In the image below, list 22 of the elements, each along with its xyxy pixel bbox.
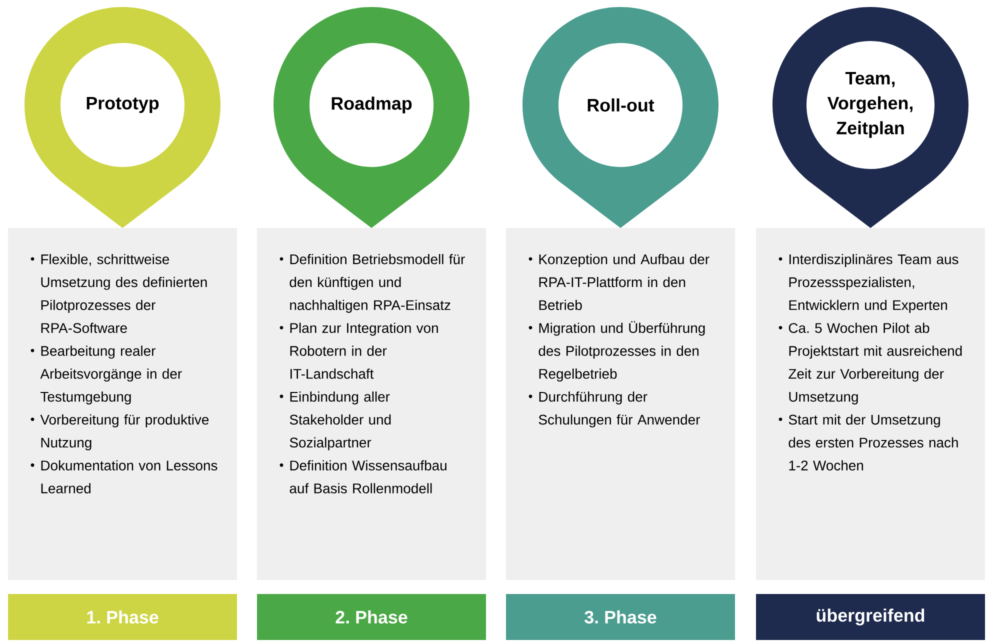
bullet-text: Migration und Überführung des Pilotprozesses in den Regelbetrieb xyxy=(528,321,705,382)
phase-bar: 2. Phase xyxy=(257,594,486,640)
bullet-text: Einbindung aller Stakeholder und Sozialpartner xyxy=(280,391,391,450)
bullet-text: Durchführung der Schulungen für Anwender xyxy=(528,391,700,428)
phase-bar: übergreifend xyxy=(756,594,985,640)
bullet-text: Definition Wissensaufbau auf Basis Rollenmodell xyxy=(280,460,446,494)
bullet-text: Vorbereitung für produktive Nutzung xyxy=(30,414,209,450)
bullet-text: Bearbeitung realer Arbeitsvorgänge in der Testumgebung xyxy=(30,346,182,404)
text-panel xyxy=(756,228,985,580)
bullet-text: Konzeption und Aufbau der RPA-IT-Plattform in den Betrieb xyxy=(528,254,710,310)
text-panel xyxy=(257,228,486,580)
phase-bar: 3. Phase xyxy=(506,594,735,640)
bullet-text: Plan zur Integration von Robotern in der IT-Landschaft xyxy=(280,322,438,379)
phase-bar: 1. Phase xyxy=(8,594,237,640)
bullet-text: Ca. 5 Wochen Pilot ab Projektstart mit ausreichend Zeit zur Vorbereitung der Umsetzung xyxy=(778,322,962,404)
text-panel xyxy=(506,228,735,580)
bullet-text: Interdisziplinäres Team aus Prozessspezialisten, Entwicklern und Experten xyxy=(778,254,958,313)
text-panel xyxy=(8,228,237,580)
bullet-text: Dokumentation von Lessons Learned xyxy=(30,460,218,494)
bullet-text: Start mit der Umsetzung des ersten Prozesses nach 1-2 Wochen xyxy=(778,414,958,470)
bullet-text: Flexible, schrittweise Umsetzung des definierten Pilotprozesses der RPA-Software xyxy=(30,254,207,333)
bullet-text: Definition Betriebsmodell für den künftigen und nachhaltigen RPA-Einsatz xyxy=(280,254,465,313)
